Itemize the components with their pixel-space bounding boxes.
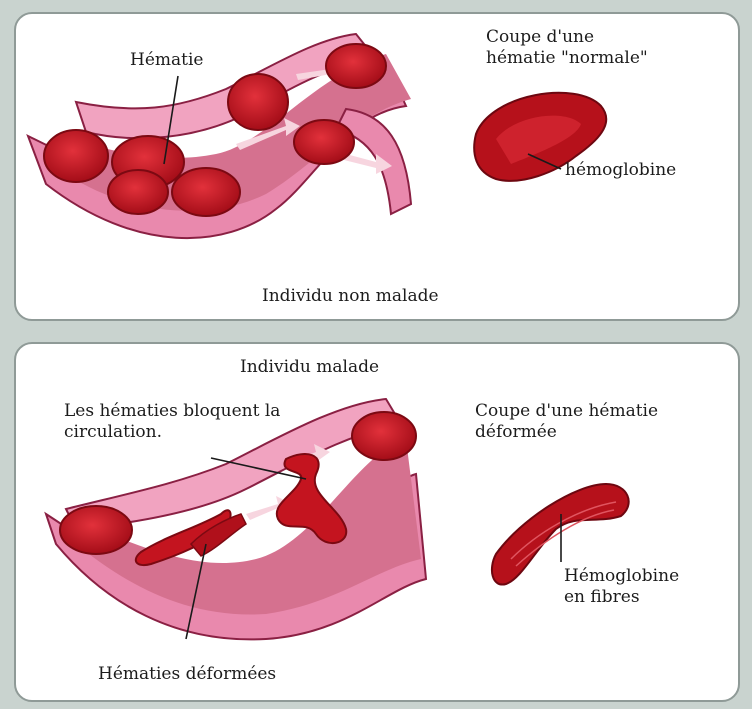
label-bloquent-line1: Les hématies bloquent la bbox=[64, 401, 280, 422]
label-hemoglobine-fibres-line2: en fibres bbox=[564, 587, 640, 608]
label-coupe-normale-line2: hématie "normale" bbox=[486, 48, 648, 69]
caption-non-malade: Individu non malade bbox=[262, 286, 439, 307]
sick-vessel-illustration bbox=[16, 344, 738, 700]
label-coupe-deformee-line2: déformée bbox=[475, 422, 557, 443]
label-hematies-deformees: Hématies déformées bbox=[98, 664, 276, 685]
panel-healthy: Hématie Coupe d'une hématie "normale" hé… bbox=[14, 12, 740, 321]
label-bloquent-line2: circulation. bbox=[64, 422, 162, 443]
label-coupe-normale-line1: Coupe d'une bbox=[486, 27, 594, 48]
label-hemoglobine: hémoglobine bbox=[565, 160, 676, 181]
caption-malade: Individu malade bbox=[240, 357, 379, 378]
label-hematie: Hématie bbox=[130, 50, 203, 71]
panel-sick: Individu malade Les hématies bloquent la… bbox=[14, 342, 740, 702]
label-hemoglobine-fibres-line1: Hémoglobine bbox=[564, 566, 679, 587]
label-coupe-deformee-line1: Coupe d'une hématie bbox=[475, 401, 658, 422]
